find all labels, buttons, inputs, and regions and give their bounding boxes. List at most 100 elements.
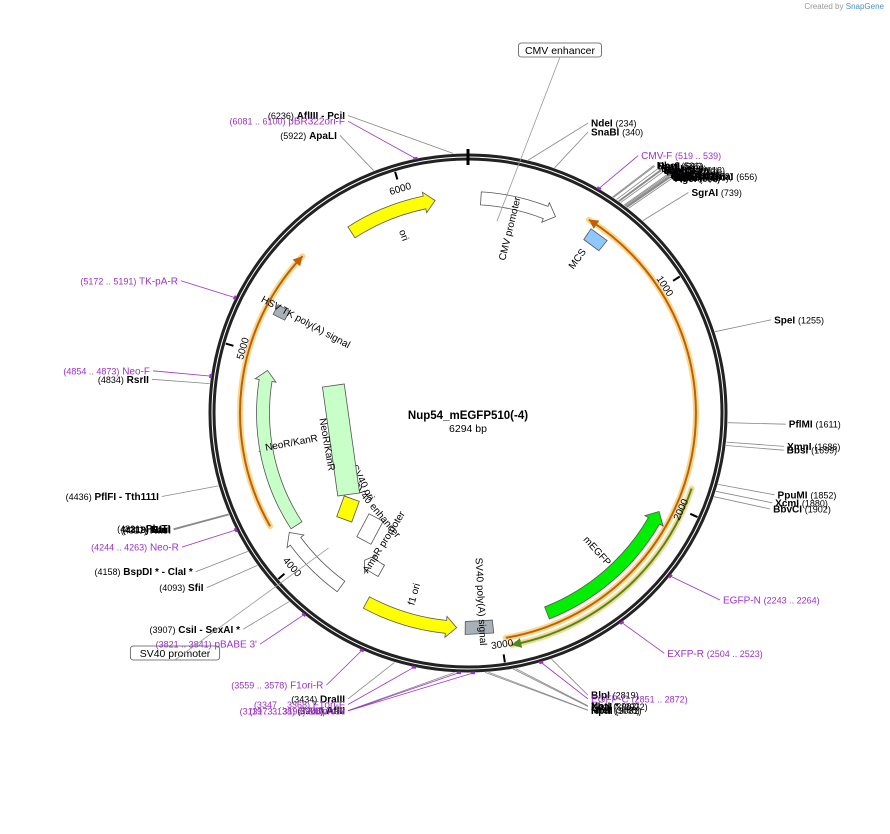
enzyme-label-saci: SacI (620) [664, 166, 708, 177]
enzyme-coords: (5922) [280, 131, 306, 141]
enzyme-label-sfii: (4093) SfiI [159, 583, 204, 594]
enzyme-coords: (618) [704, 165, 725, 175]
enzyme-coords: (739) [721, 188, 742, 198]
enzyme-label-nhei: NheI (591) [657, 161, 702, 172]
enzyme-label-rsrii: (4834) RsrII [98, 375, 149, 386]
enzyme-label-bbsi: BbsI (1699) [787, 446, 837, 457]
primer-coords: (3347 .. 3368) [254, 700, 310, 710]
enzyme-name: Eco53kI [663, 165, 701, 176]
primer-site-f1ori-f [411, 665, 417, 669]
primer-name: F1ori-F [313, 700, 345, 711]
primer-coords: (3173 .. 3192) [249, 706, 305, 716]
enzyme-name: AflIII - PciI [297, 111, 346, 122]
enzyme-leader-mfei [488, 671, 589, 711]
feature-label-f1-ori: f1 ori [406, 582, 423, 606]
enzyme-coords: (4321) [117, 524, 143, 534]
feature-label-ori: ori [396, 228, 410, 242]
enzyme-label-bbvci: BbvCI (1902) [773, 504, 831, 515]
enzyme-leader-afliii-pcii [347, 115, 454, 154]
primer-label-f1ori-r: (3559 .. 3578) F1ori-R [231, 681, 323, 692]
label-layer: NdeI (234)SnaBI (340)NheI (591)BmtI (595… [63, 42, 841, 717]
primer-label-exfp-r: EXFP-R (2504 .. 2523) [667, 649, 763, 660]
enzyme-label-aflii: (3200) AflII [297, 706, 345, 717]
enzyme-coords: (1880) [802, 498, 828, 508]
feature-label-megfp: mEGFP [581, 535, 613, 569]
orf-arrowhead-0 [588, 219, 600, 229]
primer-label-f1ori-f: (3347 .. 3368) F1ori-F [254, 700, 345, 711]
enzyme-name: SpeI [774, 315, 795, 326]
enzyme-name: EcoRI [666, 167, 695, 178]
primer-leader-neo-f [152, 370, 211, 377]
primer-leader-pbr322ori-f [347, 120, 416, 159]
enzyme-name: SgrAI [691, 188, 718, 199]
primer-coords: (4854 .. 4873) [63, 366, 119, 376]
primer-label-cmv-f: CMV-F (519 .. 539) [641, 151, 721, 162]
primer-site-egfp-n [668, 573, 673, 579]
enzyme-name: XcmI [775, 498, 799, 509]
primer-name: CMV-F [641, 151, 672, 162]
orf-arc-2 [239, 255, 304, 527]
enzyme-leader-saci [618, 169, 662, 202]
enzyme-label-eco53ki: Eco53kI (618) [663, 165, 725, 176]
enzyme-leader-xbai [513, 668, 589, 707]
enzyme-label-tspmi-xmai: TspMI - XmaI (656) [672, 172, 757, 183]
enzyme-leader-pspomi [625, 175, 670, 207]
primer-leader-pbabe-3 [259, 614, 305, 645]
enzyme-label-kasi: (4317) KasI [121, 525, 171, 536]
primer-leader-egfp-n [670, 575, 721, 601]
tick-mark-5000 [225, 342, 234, 347]
enzyme-coords: (4158) [94, 567, 120, 577]
primer-site-exfp-r [619, 620, 625, 625]
enzyme-leader-eco53ki [618, 169, 661, 202]
enzyme-name: NarI [151, 525, 171, 536]
enzyme-name: CsiI - SexAI * [178, 625, 240, 636]
enzyme-label-xcmi: XcmI (1880) [775, 498, 828, 509]
credit-brand: SnapGene [845, 2, 884, 11]
enzyme-leader-hindiii [619, 170, 662, 202]
primer-coords: (2504 .. 2523) [707, 649, 763, 659]
enzyme-coords: (629) [697, 167, 718, 177]
enzyme-label-agei: AgeI (666) [675, 174, 720, 185]
enzyme-coords: (4319) [123, 525, 149, 535]
enzyme-label-afliii-pcii: (6236) AflIII - PciI [268, 111, 345, 122]
enzyme-leader-spei [714, 319, 772, 333]
enzyme-leader-blpi [551, 658, 589, 696]
primer-label-pbabe-3: (3821 .. 3841) pBABE 3' [156, 640, 257, 651]
boxed-label-cmv-enhancer: CMV enhancer [525, 45, 596, 57]
feature-label-neor-kanr: NeoR/KanR [264, 433, 318, 454]
enzyme-label-xmni: XmnI (1686) [787, 442, 840, 453]
feature-f1-ori [362, 596, 458, 639]
primer-coords: (6081 .. 6100) [229, 117, 285, 127]
enzyme-leader-pflfi-tth111i [161, 485, 219, 497]
feature-ampr-promoter [364, 554, 386, 578]
enzyme-name: BglII [661, 164, 683, 175]
enzyme-coords: (3081) [615, 706, 641, 716]
primer-coords: (4244 .. 4263) [91, 543, 147, 553]
enzyme-label-draiii: (3434) DraIII [291, 694, 345, 705]
enzyme-coords: (609) [686, 164, 707, 174]
enzyme-name: SacI [664, 166, 685, 177]
enzyme-coords: (3907) [149, 625, 175, 635]
enzyme-name: BbsI [787, 446, 809, 457]
enzyme-leader-sfii [206, 565, 258, 589]
primer-site-tk-pa-r [232, 295, 238, 301]
feature-label-mcs: MCS [567, 247, 589, 272]
enzyme-coords: (645) [705, 170, 726, 180]
enzyme-leader-draiii [347, 662, 395, 700]
primer-leader-ebv-rev [347, 672, 460, 712]
enzyme-coords: (658) [700, 173, 721, 183]
primer-leader-f1ori-r [326, 650, 363, 686]
enzyme-label-sgrai: SgrAI (739) [691, 188, 741, 199]
tick-mark-3000 [502, 654, 506, 663]
snapgene-credit: Created by SnapGene [804, 2, 884, 11]
enzyme-leader-smai [626, 176, 671, 208]
enzyme-name: NheI [657, 161, 679, 172]
primer-name: pBABE 3' [214, 640, 257, 651]
enzyme-name: DraIII [320, 694, 345, 705]
enzyme-name: KasI [150, 525, 171, 536]
primer-name: EGFP-N [723, 595, 761, 606]
enzyme-leader-hpai [484, 672, 589, 711]
enzyme-coords: (234) [615, 119, 636, 129]
enzyme-name: Acc65I [670, 170, 702, 181]
